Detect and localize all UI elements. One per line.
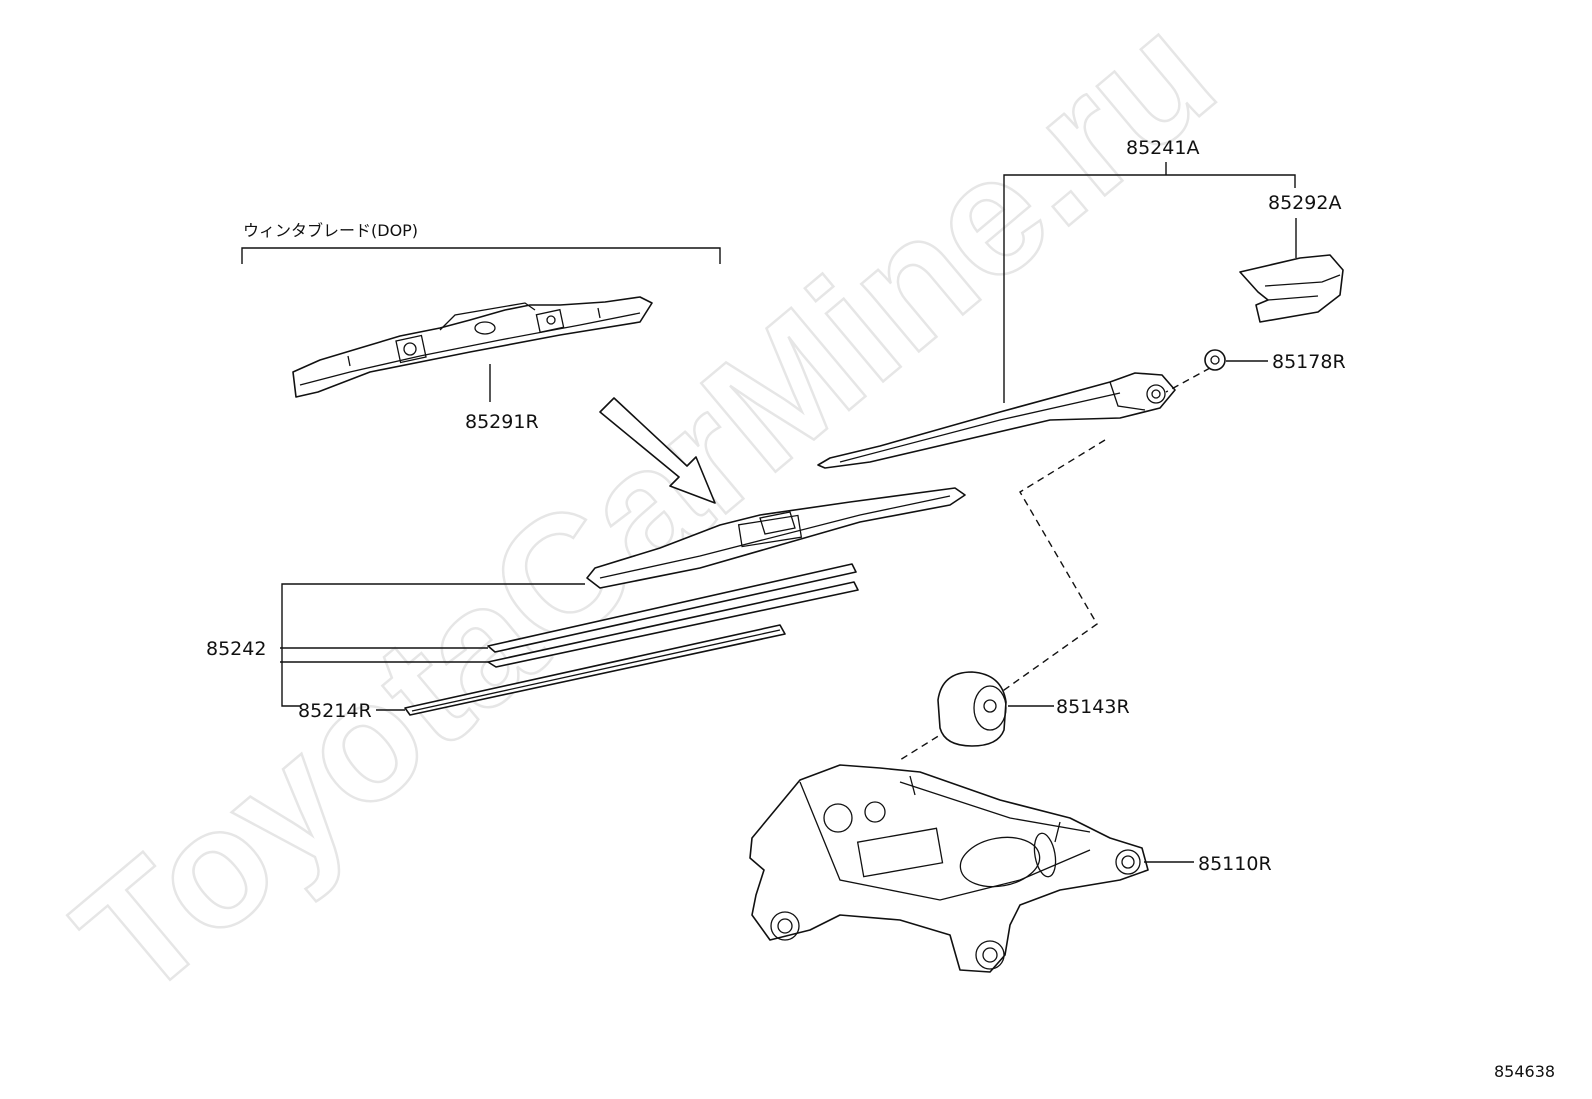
assembly-line-arm-to-cap [989,439,1106,701]
nut-icon[interactable] [1204,349,1226,371]
part-code-85214R: 85214R [298,700,372,722]
blade-assembly-group: 85242 85214R [206,487,966,722]
pivot-cap-icon[interactable] [937,671,1007,747]
winter-blade-group-label: ウィンタブレード(DOP) [243,221,418,240]
wiper-rubber-icon[interactable] [404,624,786,716]
arm-assembly-label: 85241A [1126,137,1199,159]
wiper-motor-icon[interactable] [749,764,1149,973]
part-code-85110R: 85110R [1198,853,1272,875]
winter-wiper-blade-icon[interactable] [292,296,653,398]
direction-arrow-icon [599,397,716,504]
diagram-code: 854638 [1494,1062,1555,1081]
blade-strip-icon[interactable] [487,563,859,668]
blade-assembly-bracket [281,583,585,707]
wiper-motor-group: 85110R [749,764,1272,973]
assembly-line-nut [1165,367,1211,393]
winter-blade-group: ウィンタブレード(DOP) 85291R [241,221,721,433]
wiper-arm-cover-icon[interactable] [1239,254,1344,323]
arm-assembly-group: 85241A 85292A 85178R [817,137,1346,469]
winter-blade-bracket [241,247,721,264]
part-code-85291R: 85291R [465,411,539,433]
pivot-cap-group: 85143R [937,671,1130,747]
wiper-arm-icon[interactable] [817,372,1176,469]
assembly-line-cap-to-motor [899,729,949,761]
arm-assembly-bracket [1003,162,1296,403]
wiper-blade-icon[interactable] [586,487,966,589]
blade-assembly-label: 85242 [206,638,266,660]
part-code-85292A: 85292A [1268,192,1341,214]
part-code-85143R: 85143R [1056,696,1130,718]
part-code-85178R: 85178R [1272,351,1346,373]
